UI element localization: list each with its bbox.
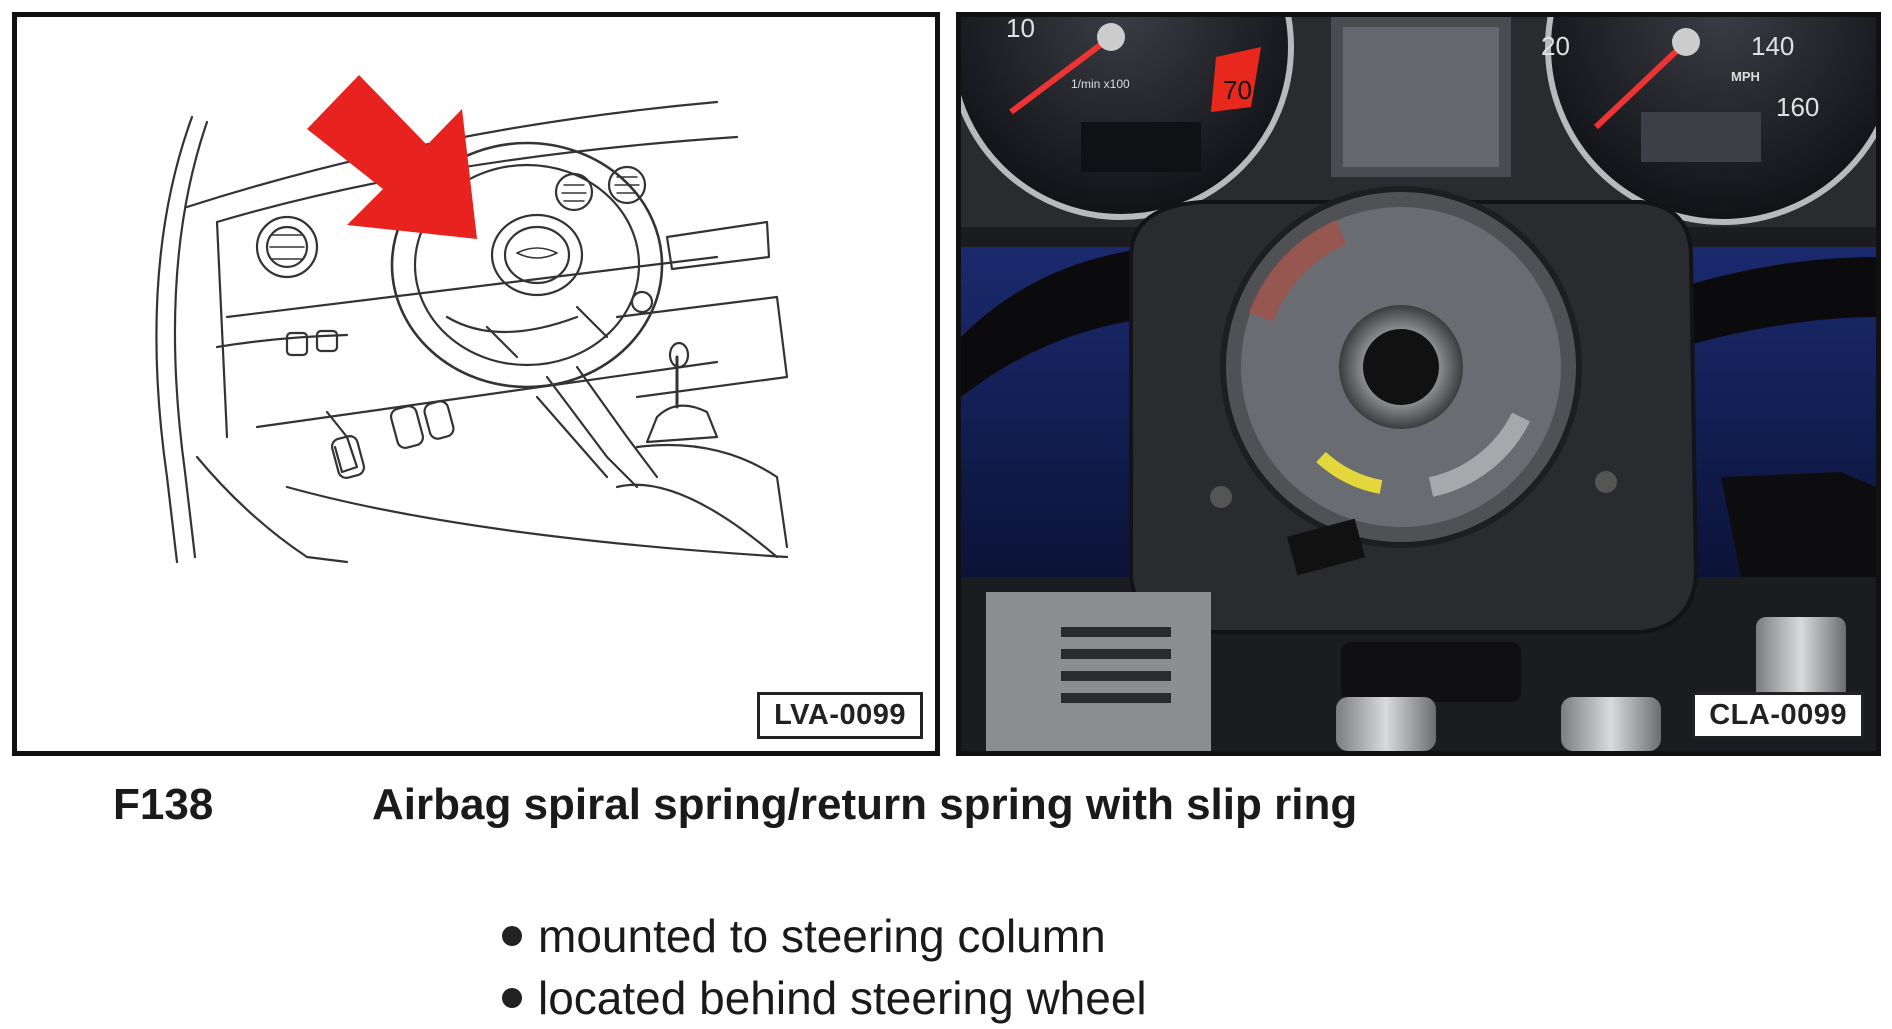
component-code: F138: [113, 780, 214, 829]
line-drawing-figure: LVA-0099: [12, 12, 940, 756]
rpm-unit-label: 1/min x100: [1071, 77, 1130, 91]
speed-unit-label: MPH: [1731, 69, 1760, 84]
rpm-gauge-label: 10: [1006, 13, 1035, 43]
component-title: Airbag spiral spring/return spring with …: [372, 780, 1358, 829]
dashboard-line-drawing: [155, 100, 789, 564]
bullet-icon: [502, 988, 522, 1008]
bullet-list: mounted to steering column located behin…: [502, 905, 1147, 1029]
speed-gauge-label-160: 160: [1776, 92, 1820, 122]
rpm-redline-label: 70: [1223, 75, 1252, 105]
figure-code-label: LVA-0099: [757, 692, 923, 739]
bullet-icon: [502, 926, 522, 946]
speed-gauge-label-140: 140: [1751, 31, 1795, 61]
red-arrow-icon: [307, 75, 477, 239]
steering-column-photo: [961, 17, 1876, 751]
speed-gauge-label-20: 20: [1541, 31, 1570, 61]
list-item: located behind steering wheel: [502, 967, 1147, 1029]
list-item: mounted to steering column: [502, 905, 1147, 967]
figure-code-label: CLA-0099: [1692, 692, 1864, 739]
photo-figure: 10 70 1/min x100 20 140 160 MPH CLA-0099: [956, 12, 1881, 756]
